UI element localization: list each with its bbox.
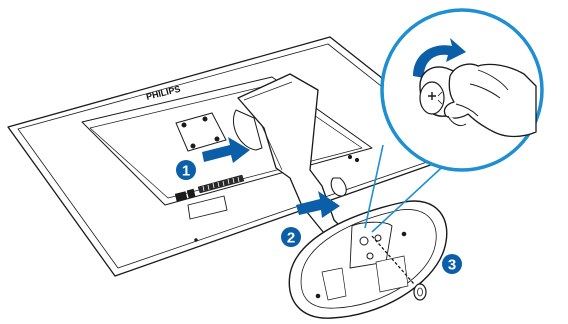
rear-ports [174,154,360,242]
step-badge-2: 2 [281,227,301,247]
step-badge-1: 1 [176,160,196,180]
step-badge-3: 3 [442,254,462,274]
callout-magnifier [380,8,544,172]
step-number-2: 2 [287,230,295,247]
screw-path-arrow [371,235,415,285]
hand-turning-screw-icon [443,63,537,138]
stand-base [288,200,448,319]
thumb-screw-icon [413,283,427,301]
step-number-1: 1 [182,163,190,180]
insert-arrow-step-1 [202,137,250,163]
stand-neck [233,73,347,239]
callout-leader-lines [364,144,453,233]
clockwise-rotate-arrow-icon [413,38,466,78]
insert-arrow-step-2 [296,191,340,218]
step-number-3: 3 [448,257,456,274]
vesa-mount-plate [175,112,227,152]
